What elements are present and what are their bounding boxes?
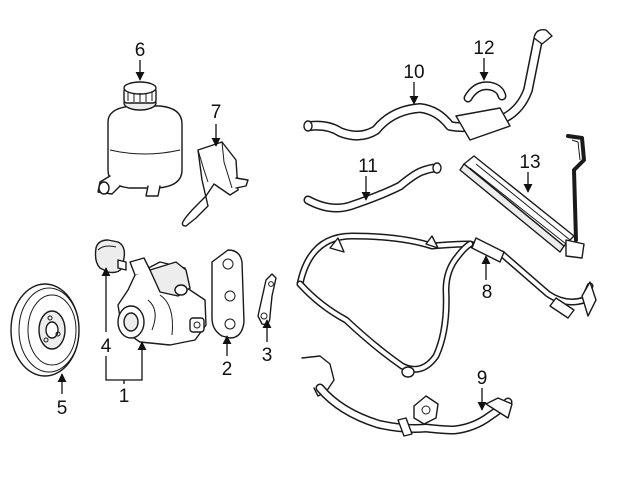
cooler-part xyxy=(459,134,586,259)
callout-9: 9 xyxy=(477,368,488,389)
pulley-part xyxy=(10,283,80,377)
hose-11-part xyxy=(303,162,442,213)
bracket-part xyxy=(211,249,245,339)
callout-1: 1 xyxy=(119,386,130,407)
callout-11: 11 xyxy=(358,156,378,177)
callout-leaders xyxy=(57,58,533,411)
callout-5: 5 xyxy=(57,398,68,419)
hose-12-part xyxy=(463,81,507,103)
leader-1-bracket xyxy=(105,356,143,381)
pump-part xyxy=(117,257,207,346)
mount-part xyxy=(94,239,127,274)
reservoir-part xyxy=(97,81,183,197)
callout-10: 10 xyxy=(403,62,424,83)
callout-7: 7 xyxy=(211,102,222,123)
callout-labels: 1 2 3 4 5 6 7 8 9 10 11 12 13 xyxy=(57,38,541,419)
hose-9-part xyxy=(301,355,513,437)
hose-10-part xyxy=(303,28,553,141)
callout-13: 13 xyxy=(519,152,540,173)
callout-12: 12 xyxy=(473,38,494,59)
reservoir-bracket-part xyxy=(181,141,249,227)
small-bracket-part xyxy=(257,273,277,326)
callout-2: 2 xyxy=(222,359,233,380)
hose-8-part xyxy=(296,232,597,378)
callout-4: 4 xyxy=(101,336,112,357)
callout-6: 6 xyxy=(135,40,146,61)
callout-8: 8 xyxy=(482,282,493,303)
callout-3: 3 xyxy=(262,345,273,366)
